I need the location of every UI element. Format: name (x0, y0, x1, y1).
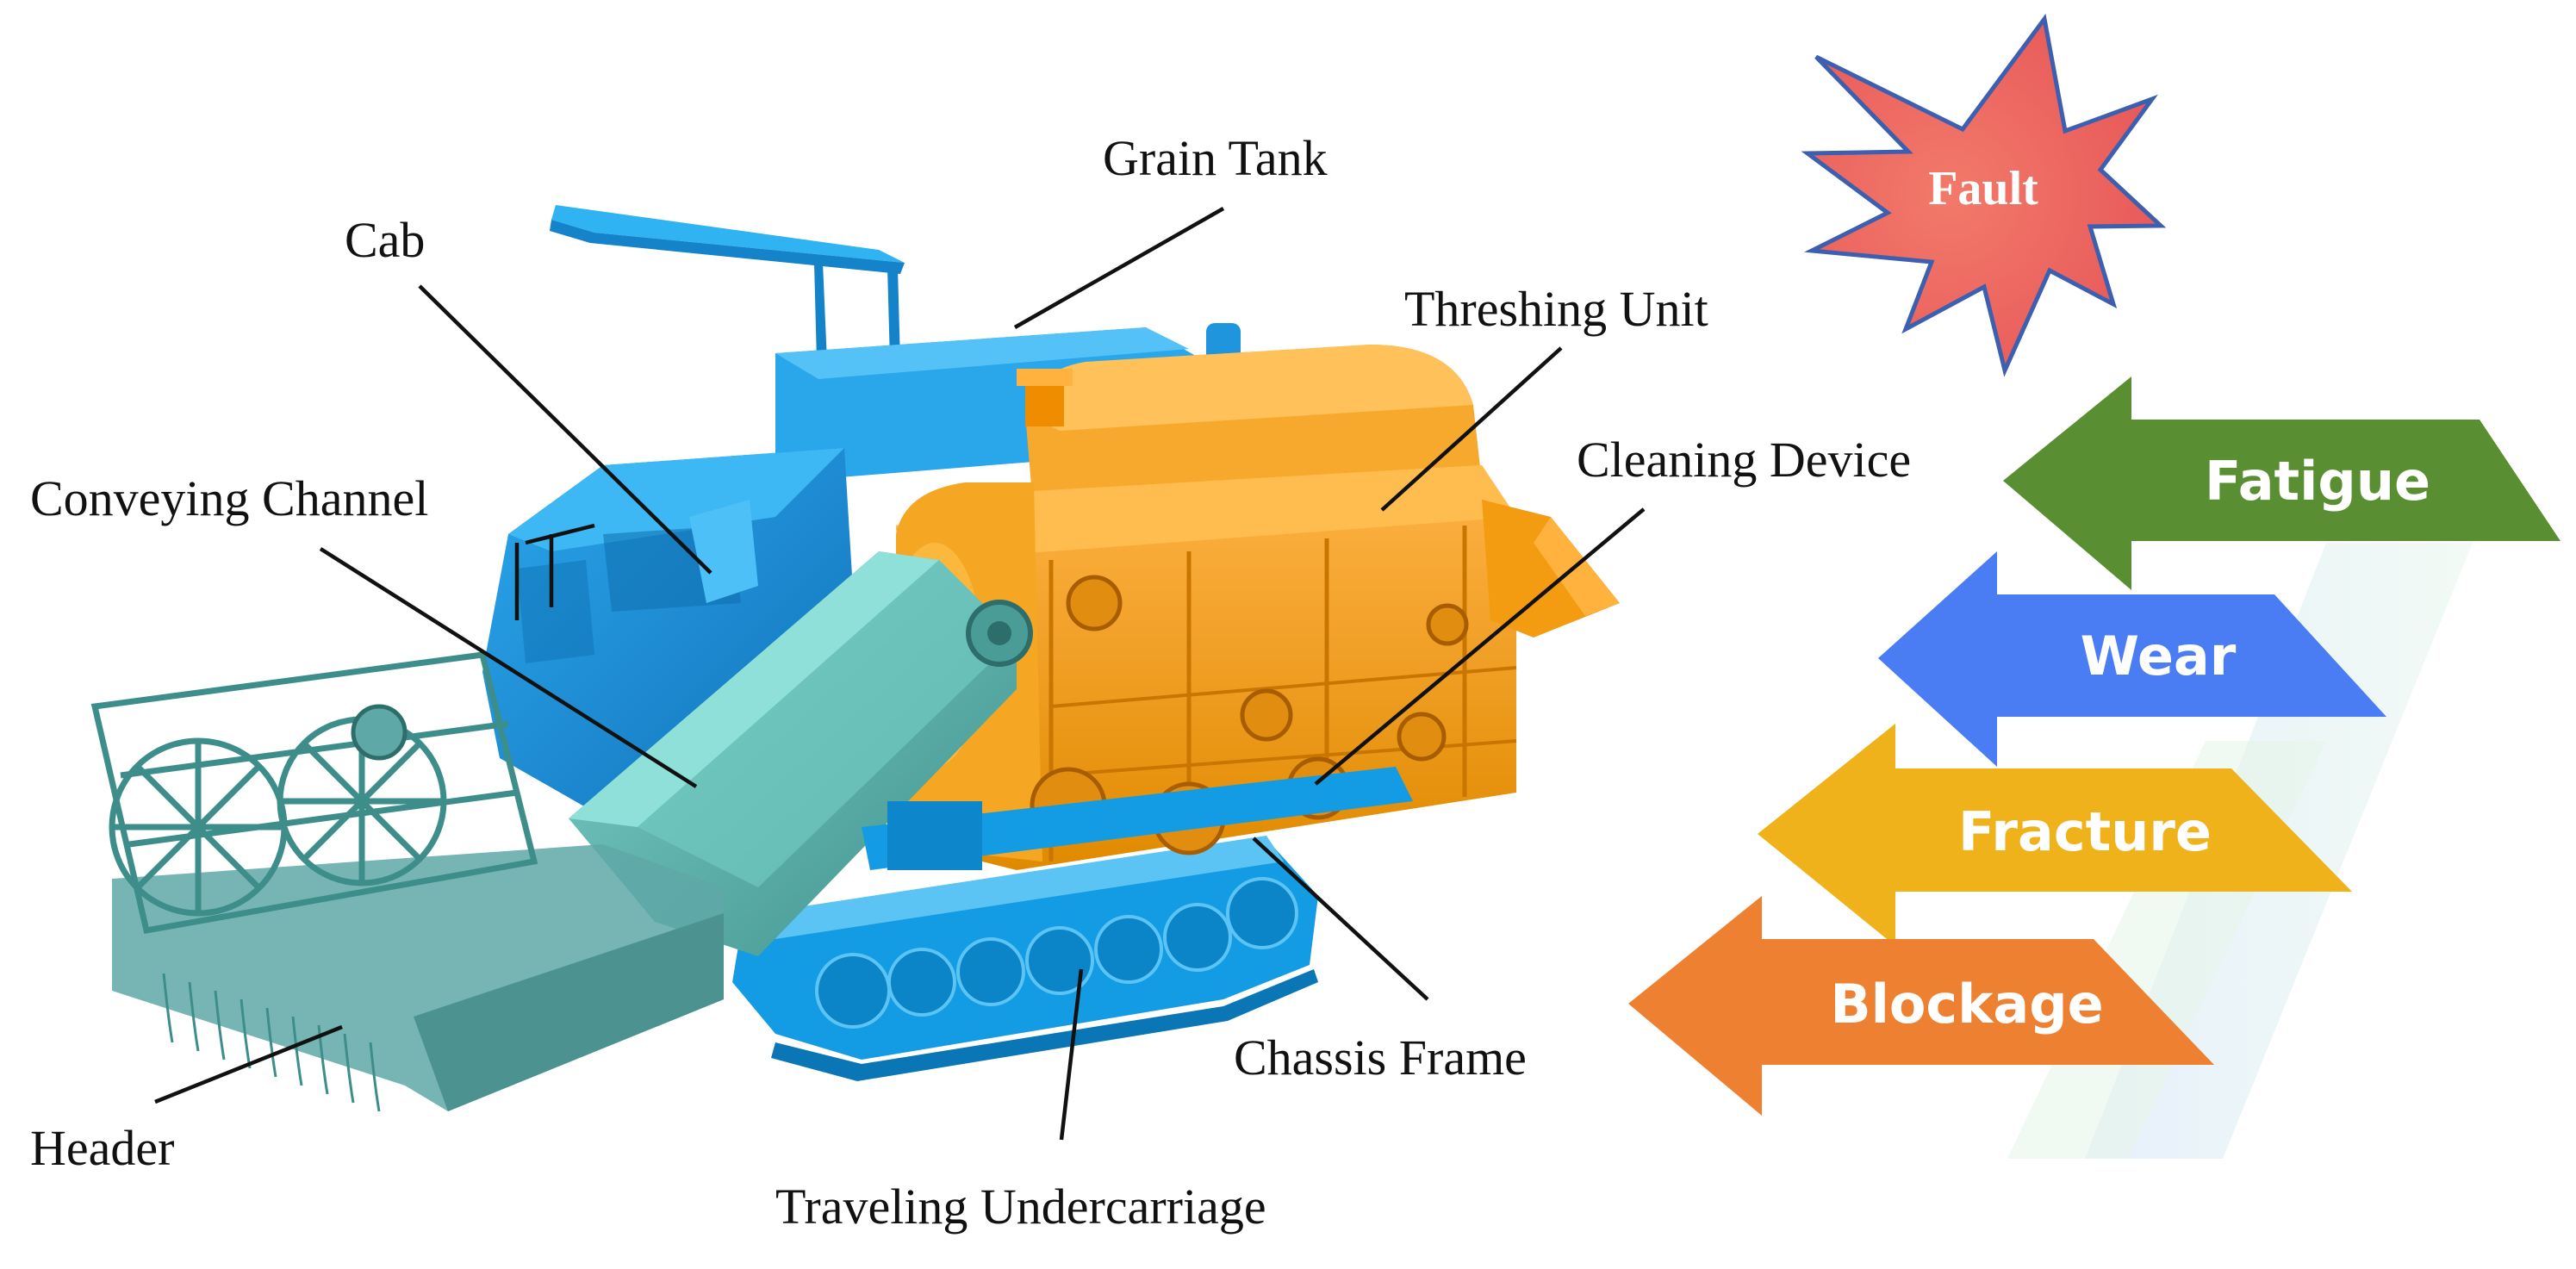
conveying-channel-leader (319, 547, 698, 788)
traveling-undercarriage-part (732, 836, 1318, 1081)
conveying-channel-label: Conveying Channel (30, 470, 428, 526)
threshing-unit-label: Threshing Unit (1404, 281, 1708, 337)
component-labels: Grain Tank Cab Threshing Unit Cleaning D… (30, 130, 1911, 1235)
fatigue-arrow-shape (2003, 376, 2560, 590)
fault-star-shape (1801, 13, 2167, 377)
chassis-frame-label: Chassis Frame (1234, 1030, 1527, 1085)
fault-label: Fault (1928, 162, 2038, 215)
conveying-channel-part (569, 551, 1033, 956)
fault-starburst: Fault (1801, 13, 2167, 377)
cab-leader (418, 284, 712, 575)
leader-lines (154, 207, 1646, 1141)
fault-types: Fatigue Wear Fracture Blockage (1628, 376, 2560, 1159)
traveling-undercarriage-label: Traveling Undercarriage (775, 1179, 1266, 1235)
fracture-arrow: Fracture (1758, 724, 2352, 946)
blockage-arrow-shape (1628, 896, 2214, 1116)
harvester-illustration (90, 205, 1620, 1112)
cleaning-device-label: Cleaning Device (1577, 432, 1911, 488)
wear-arrow-shape (1878, 551, 2386, 767)
cab-label: Cab (345, 212, 425, 268)
header-leader (154, 1024, 343, 1104)
chassis-frame-leader (1252, 837, 1429, 1001)
traveling-undercarriage-leader (1059, 968, 1084, 1141)
blockage-arrow: Blockage (1628, 896, 2214, 1116)
fatigue-label: Fatigue (2205, 450, 2430, 513)
chassis-frame-part (862, 767, 1413, 870)
wear-label: Wear (2081, 625, 2237, 687)
wear-arrow: Wear (1878, 551, 2386, 767)
header-label: Header (30, 1120, 174, 1176)
header-part (90, 651, 724, 1112)
fatigue-arrow: Fatigue (2003, 376, 2560, 590)
threshing-unit-leader (1380, 346, 1563, 512)
grain-tank-label: Grain Tank (1103, 130, 1328, 186)
fracture-arrow-shape (1758, 724, 2352, 946)
blockage-label: Blockage (1830, 973, 2103, 1036)
fracture-label: Fracture (1958, 800, 2212, 863)
grain-tank-leader (1013, 207, 1225, 329)
cleaning-device-leader (1314, 507, 1646, 786)
